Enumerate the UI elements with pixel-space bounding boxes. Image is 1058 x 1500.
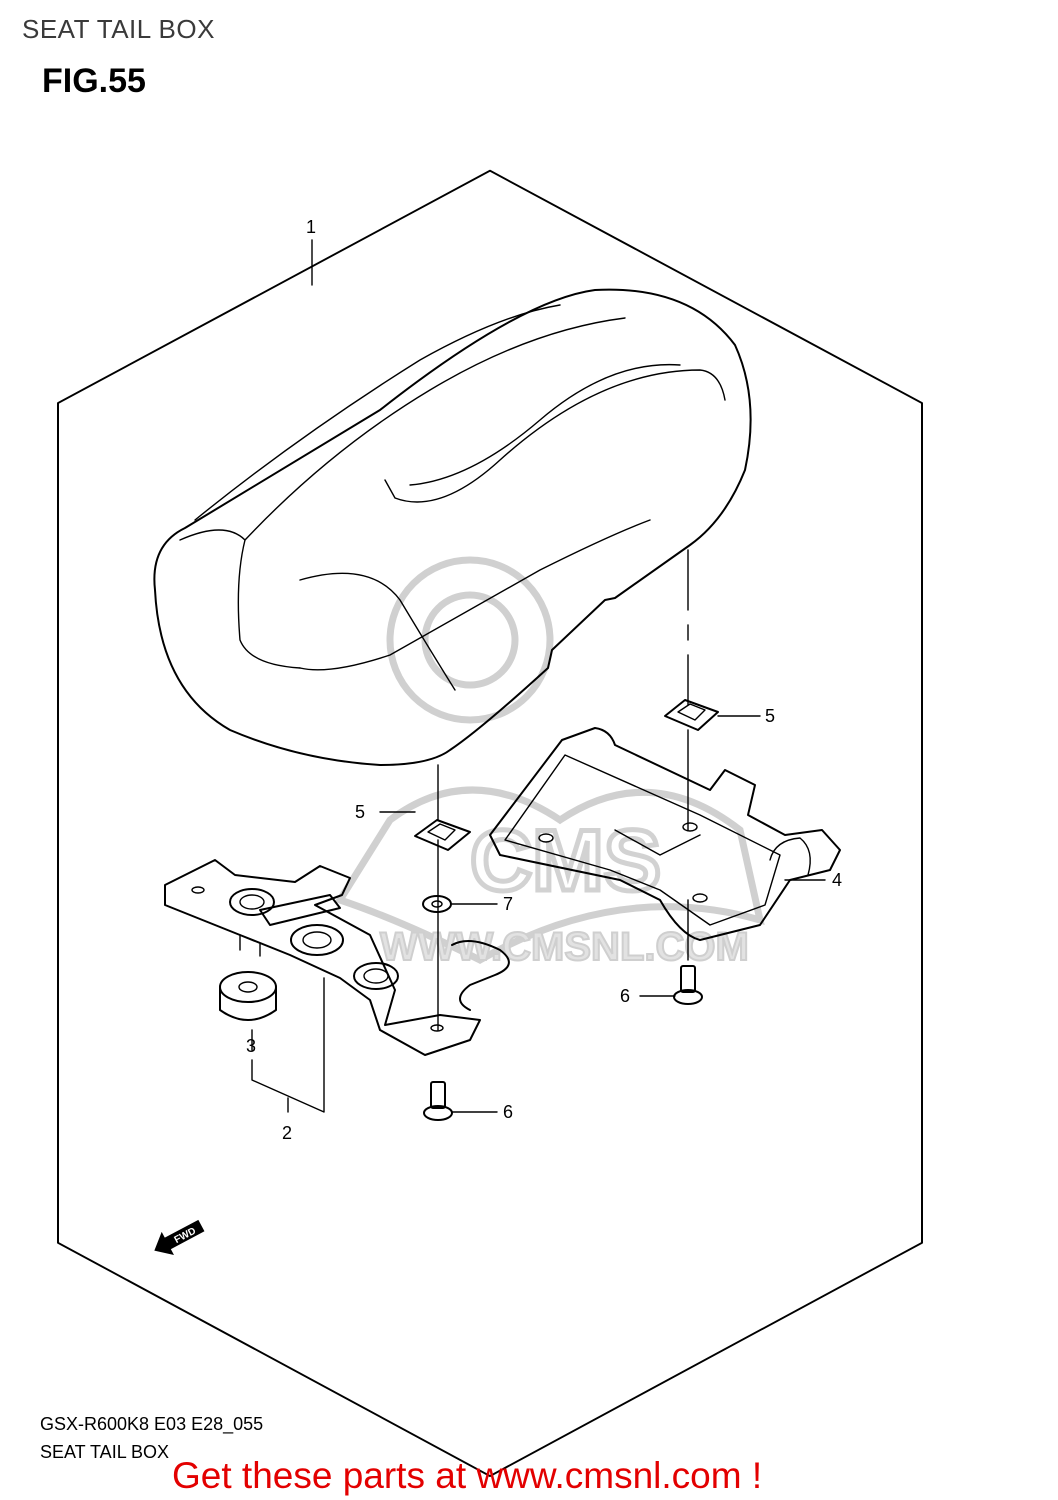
cta-link[interactable]: Get these parts at www.cmsnl.com ! <box>172 1455 763 1496</box>
diagram-caption: SEAT TAIL BOX <box>40 1442 170 1462</box>
callout-1: 1 <box>306 217 316 237</box>
model-code: GSX-R600K8 E03 E28_055 <box>40 1414 264 1434</box>
screw-right <box>673 965 703 1005</box>
clip-nut-lower <box>414 819 471 851</box>
tail-box-tray <box>489 727 841 941</box>
screw-lower <box>423 1081 453 1121</box>
section-title: SEAT TAIL BOX <box>22 14 215 44</box>
callout-7: 7 <box>503 894 513 914</box>
fwd-label: FWD <box>173 1226 198 1246</box>
washer <box>422 895 452 913</box>
forward-arrow-icon: FWD <box>154 1219 205 1255</box>
figure-number: FIG.55 <box>42 62 146 100</box>
callout-leaders <box>251 239 826 1113</box>
callout-5-upper: 5 <box>765 706 775 726</box>
callout-6-lower: 6 <box>503 1102 513 1122</box>
assembly-frame <box>57 169 923 1477</box>
callout-6-right: 6 <box>620 986 630 1006</box>
callout-2: 2 <box>282 1123 292 1143</box>
rubber-damper <box>219 971 277 1021</box>
callout-4: 4 <box>832 870 842 890</box>
watermark-url: WWW.CMSNL.COM <box>380 925 749 969</box>
watermark-brand: CMS <box>470 813 661 909</box>
seat-tail-cover <box>153 288 752 766</box>
callout-5-lower: 5 <box>355 802 365 822</box>
seat-bracket <box>164 859 510 1056</box>
callout-3: 3 <box>246 1036 256 1056</box>
clip-nut-upper <box>664 699 719 731</box>
